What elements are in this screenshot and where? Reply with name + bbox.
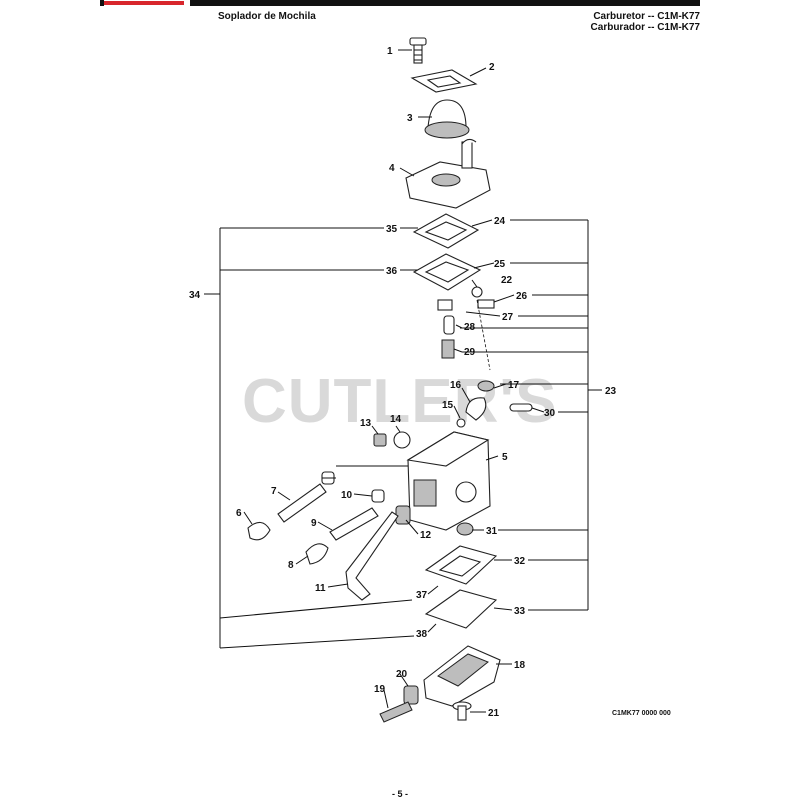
bracket-34 [204,227,415,649]
section-title: Carburetor -- C1M-K77 Carburador -- C1M-… [591,11,700,33]
part-spring-10 [321,471,385,503]
part-carburetor-body-5 [406,431,491,531]
callout-24: 24 [494,216,506,227]
part-diaphragm-33 [424,589,498,629]
callout-1: 1 [387,46,393,57]
callout-21: 21 [488,708,500,719]
part-cap-6 [247,521,271,541]
callout-20: 20 [396,669,408,680]
callout-16: 16 [450,380,462,391]
diagram-reference-code: C1MK77 0000 000 [612,710,671,717]
callout-15: 15 [442,400,454,411]
part-lever-11 [345,511,399,601]
part-primer-cover-4 [405,138,491,209]
callout-36: 36 [386,266,398,277]
part-diaphragm-gasket-35 [412,213,480,249]
watermark: CUTLER'S [242,367,558,436]
callout-19: 19 [374,684,386,695]
callout-13: 13 [360,418,372,429]
callout-23: 23 [605,386,617,397]
callout-7: 7 [271,486,277,497]
callout-37: 37 [416,590,428,601]
part-cap-8 [305,543,329,565]
part-needle-7 [277,483,327,523]
part-valve-15-17 [456,380,495,428]
callout-11: 11 [315,583,326,594]
part-pin-30 [509,403,533,412]
part-screw-13 [373,433,387,447]
part-disc-14 [393,431,411,449]
part-primer-bulb-3 [424,99,470,139]
part-gasket-2 [410,69,478,93]
callout-6: 6 [236,508,242,519]
part-seal-31 [456,522,474,536]
section-title-english: Carburetor -- C1M-K77 [593,11,700,22]
part-spring-12 [395,505,411,525]
callout-28: 28 [464,322,476,333]
callout-17: 17 [508,380,520,391]
callout-35: 35 [386,224,398,235]
callout-25: 25 [494,259,506,270]
callout-34: 34 [189,290,201,301]
leader-lines [243,49,545,713]
page-number: - 5 - [391,789,408,799]
part-gasket-32 [424,545,498,585]
callout-33: 33 [514,606,526,617]
callout-27: 27 [502,312,514,323]
bracket-23 [460,219,602,611]
callout-labels: 1 2 3 4 35 24 36 25 34 22 26 27 28 29 23… [189,46,617,719]
callout-4: 4 [389,163,395,174]
part-screw-1 [409,37,427,64]
callout-32: 32 [514,556,526,567]
callout-9: 9 [311,518,317,529]
header-bar [100,0,700,6]
callout-30: 30 [544,408,556,419]
part-cover-18 [423,645,501,707]
brand-logo [104,1,184,5]
callout-12: 12 [420,530,432,541]
callout-10: 10 [341,490,353,501]
callout-14: 14 [390,414,402,425]
page-title: Soplador de Mochila [218,11,316,22]
part-screw-21 [452,701,472,721]
callout-5: 5 [502,452,508,463]
section-title-spanish: Carburador -- C1M-K77 [590,22,700,33]
part-gasket-36 [412,253,482,291]
part-needle-9 [329,507,379,541]
callout-22: 22 [501,275,513,286]
callout-29: 29 [464,347,476,358]
callout-26: 26 [516,291,528,302]
callout-31: 31 [486,526,498,537]
callout-8: 8 [288,560,294,571]
callout-2: 2 [489,62,495,73]
part-spring-20 [403,685,419,705]
part-screw-19 [379,701,413,723]
callout-18: 18 [514,660,526,671]
callout-3: 3 [407,113,413,124]
callout-38: 38 [416,629,428,640]
